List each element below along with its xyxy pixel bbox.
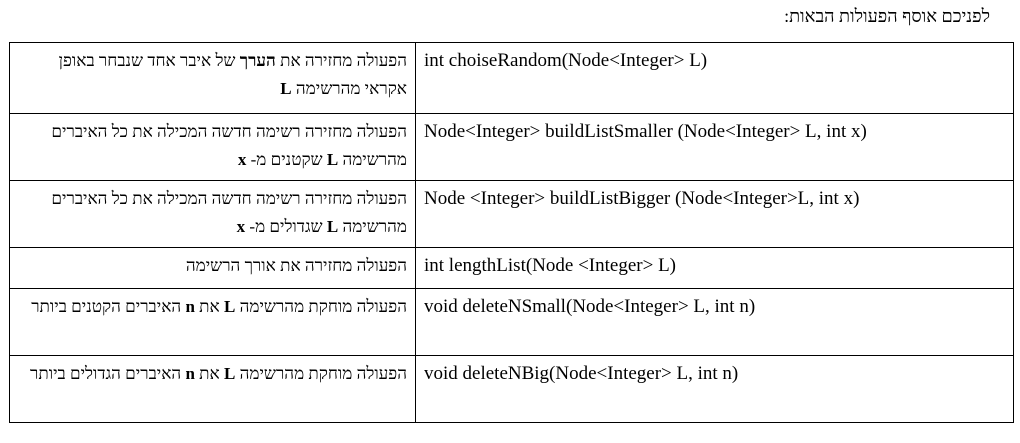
table-row: הפעולה מחזירה את אורך הרשימה int lengthL… [9,247,1014,289]
operation-description: הפעולה מחזירה רשימה חדשה המכילה את כל הא… [9,180,416,248]
description-text: הפעולה מחזירה רשימה חדשה המכילה את כל הא… [51,189,407,236]
description-text: האיברים הקטנים ביותר [31,297,186,316]
description-text: את [194,364,224,383]
description-text: הפעולה מחזירה את [275,51,407,70]
table-row: הפעולה מחזירה רשימה חדשה המכילה את כל הא… [9,180,1014,248]
operation-signature: Node <Integer> buildListBigger (Node<Int… [415,180,1014,248]
description-bold: L [280,79,292,98]
table-row: הפעולה מחזירה רשימה חדשה המכילה את כל הא… [9,113,1014,181]
operation-signature: int choiseRandom(Node<Integer> L) [415,42,1014,114]
description-bold: הערך [239,51,276,70]
description-bold: L [224,364,236,383]
description-text: האיברים הגדולים ביותר [30,364,186,383]
table-row: הפעולה מחזירה את הערך של איבר אחד שנבחר … [9,42,1014,114]
description-bold: L [224,297,236,316]
operation-description: הפעולה מחזירה את הערך של איבר אחד שנבחר … [9,42,416,114]
operation-description: הפעולה מחזירה את אורך הרשימה [9,247,416,289]
operation-description: הפעולה מוחקת מהרשימה L את n האיברים הגדו… [9,355,416,423]
description-bold: x [236,217,246,236]
description-text: שגדולים מ- [245,217,327,236]
operation-signature: int lengthList(Node <Integer> L) [415,247,1014,289]
operations-table: הפעולה מחזירה את הערך של איבר אחד שנבחר … [9,42,1014,423]
description-bold: n [185,297,195,316]
description-text: הפעולה מוחקת מהרשימה [235,297,407,316]
operation-signature: void deleteNBig(Node<Integer> L, int n) [415,355,1014,423]
operation-signature: void deleteNSmall(Node<Integer> L, int n… [415,288,1014,356]
description-text: את [194,297,224,316]
description-text: הפעולה מוחקת מהרשימה [235,364,407,383]
operation-description: הפעולה מוחקת מהרשימה L את n האיברים הקטנ… [9,288,416,356]
description-text: הפעולה מחזירה את אורך הרשימה [185,256,407,275]
description-text: של איבר אחד שנבחר באופן אקראי מהרשימה [58,51,407,98]
table-row: הפעולה מוחקת מהרשימה L את n האיברים הגדו… [9,355,1014,423]
operation-signature: Node<Integer> buildListSmaller (Node<Int… [415,113,1014,181]
table-row: הפעולה מוחקת מהרשימה L את n האיברים הקטנ… [9,288,1014,356]
description-text: הפעולה מחזירה רשימה חדשה המכילה את כל הא… [51,122,407,169]
description-bold: x [237,150,247,169]
description-bold: L [326,150,339,169]
description-bold: L [326,217,339,236]
intro-text: לפניכם אוסף הפעולות הבאות: [784,6,990,26]
description-text: שקטנים מ- [246,150,327,169]
description-bold: n [185,364,195,383]
operation-description: הפעולה מחזירה רשימה חדשה המכילה את כל הא… [9,113,416,181]
